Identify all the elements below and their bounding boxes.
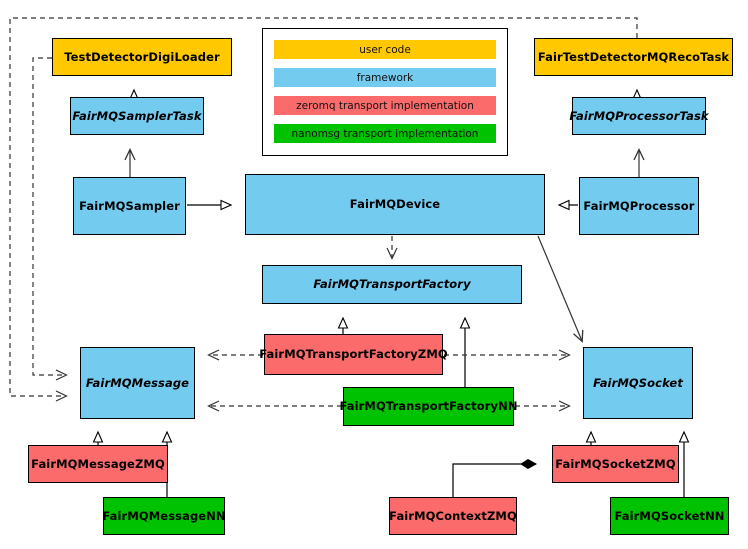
class-box-fairmqsocketzmq[interactable]: FairMQSocketZMQ — [552, 445, 679, 483]
edge-device-to-socket — [537, 235, 582, 341]
class-box-fairmqmessage[interactable]: FairMQMessage — [80, 347, 195, 419]
class-box-fairmqsocketnn[interactable]: FairMQSocketNN — [610, 497, 729, 535]
class-box-fairmqtransportfactorynn[interactable]: FairMQTransportFactoryNN — [339, 387, 517, 426]
class-box-fairmqtransportfactoryzmq[interactable]: FairMQTransportFactoryZMQ — [259, 334, 448, 375]
class-box-fairmqsampler[interactable]: FairMQSampler — [73, 177, 186, 235]
class-box-fairmqdevice[interactable]: FairMQDevice — [245, 174, 545, 235]
class-box-fairmqsocket[interactable]: FairMQSocket — [583, 347, 693, 419]
legend-panel: user code framework zeromq transport imp… — [262, 28, 508, 156]
class-box-fairmqprocessortask[interactable]: FairMQProcessorTask — [569, 97, 709, 135]
legend-item-nanomsg: nanomsg transport implementation — [274, 124, 496, 143]
class-box-fairmqtransportfactory[interactable]: FairMQTransportFactory — [262, 265, 522, 304]
class-box-testdetectordigiloader[interactable]: TestDetectorDigiLoader — [52, 38, 232, 76]
legend-item-framework: framework — [274, 68, 496, 87]
legend-item-user-code: user code — [274, 40, 496, 59]
edge-digiloader-to-message — [32, 57, 66, 375]
edge-contextzmq-to-socketzmq — [452, 459, 538, 497]
legend-item-zeromq: zeromq transport implementation — [274, 96, 496, 115]
class-box-fairmqprocessor[interactable]: FairMQProcessor — [579, 177, 699, 235]
class-box-fairmqsamplertask[interactable]: FairMQSamplerTask — [70, 97, 204, 135]
class-box-fairmqmessagezmq[interactable]: FairMQMessageZMQ — [28, 445, 168, 483]
class-box-fairtestdetectormqrecotask[interactable]: FairTestDetectorMQRecoTask — [534, 38, 733, 76]
class-box-fairmqmessagenn[interactable]: FairMQMessageNN — [102, 497, 226, 535]
class-box-fairmqcontextzmq[interactable]: FairMQContextZMQ — [389, 497, 517, 535]
